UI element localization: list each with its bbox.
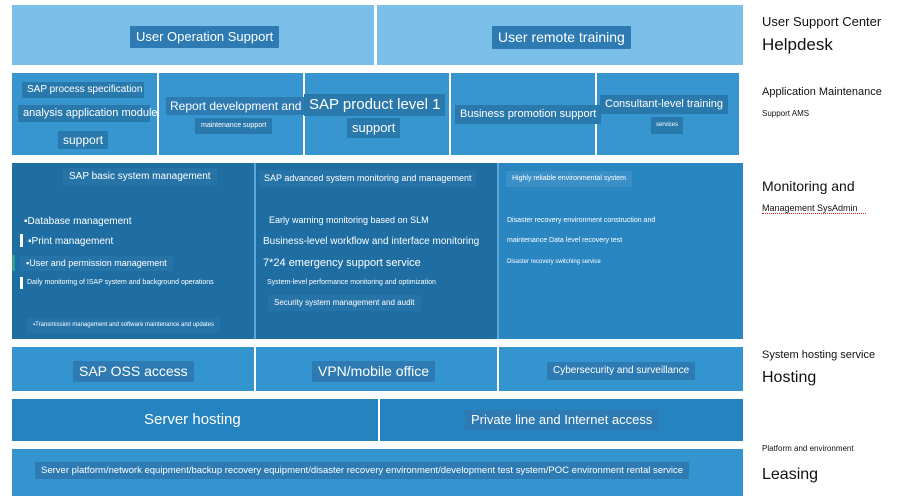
- cybersecurity-label: Cybersecurity and surveillance: [547, 362, 696, 380]
- advanced-item-1: Early warning monitoring based on SLM: [269, 215, 429, 225]
- system-hosting-label: System hosting service: [762, 349, 876, 361]
- row3-col3-bg: [498, 163, 743, 339]
- management-sysadmin-label: Management SysAdmin: [762, 203, 866, 214]
- advanced-item-4: System-level performance monitoring and …: [267, 279, 436, 286]
- sap-oss-access-label: SAP OSS access: [73, 361, 194, 382]
- highly-reliable-title: Highly reliable environmental system: [506, 171, 632, 188]
- bullet-bar-3: [20, 277, 23, 289]
- row2-divider-3: [449, 73, 451, 155]
- basic-item-2: ▪Print management: [28, 236, 114, 247]
- advanced-item-3: 7*24 emergency support service: [263, 257, 421, 269]
- helpdesk-label: Helpdesk: [762, 35, 853, 55]
- server-hosting-label: Server hosting: [144, 411, 241, 428]
- row-user-support: [12, 5, 743, 65]
- sap-process-label-3: support: [58, 131, 109, 150]
- consultant-training-label-1: Consultant-level training: [600, 95, 729, 115]
- report-dev-label-1: Report development and: [166, 97, 306, 116]
- private-line-label: Private line and Internet access: [465, 410, 659, 430]
- reliable-item-3: Disaster recovery switching service: [507, 259, 601, 265]
- row4-divider-1: [254, 347, 256, 391]
- server-platform-label: Server platform/network equipment/backup…: [35, 462, 690, 480]
- user-remote-training-label: User remote training: [492, 26, 631, 49]
- reliable-item-1: Disaster recovery environment constructi…: [507, 217, 656, 224]
- leasing-label: Leasing: [762, 466, 833, 484]
- support-ams-label: Support AMS: [762, 109, 810, 118]
- hosting-label: Hosting: [762, 369, 817, 387]
- row5-divider: [378, 399, 380, 441]
- sap-basic-title: SAP basic system management: [63, 168, 217, 186]
- monitoring-and-label: Monitoring and: [762, 178, 855, 194]
- user-operation-support-label: User Operation Support: [130, 26, 280, 48]
- basic-item-1: ▪Database management: [24, 216, 132, 227]
- basic-item-3: ▪User and permission management: [20, 256, 173, 271]
- business-promotion-label: Business promotion support: [455, 105, 602, 125]
- advanced-item-2: Business-level workflow and interface mo…: [263, 236, 480, 247]
- platform-environment-label: Platform and environment: [762, 444, 854, 453]
- reliable-item-2: maintenance Data level recovery test: [507, 237, 623, 244]
- basic-item-4: Daily monitoring of ISAP system and back…: [27, 279, 214, 286]
- user-support-center-label: User Support Center: [762, 14, 882, 29]
- application-maintenance-label: Application Maintenance: [762, 86, 882, 98]
- row4-divider-2: [497, 347, 499, 391]
- report-dev-label-2: maintenance support: [195, 118, 273, 135]
- advanced-item-5: Security system management and audit: [268, 295, 421, 311]
- basic-item-5: ▪Transmission management and software ma…: [27, 318, 221, 334]
- sap-advanced-title: SAP advanced system monitoring and manag…: [259, 170, 477, 187]
- bullet-bar-2: [12, 255, 15, 271]
- row2-divider-1: [157, 73, 159, 155]
- vpn-mobile-label: VPN/mobile office: [312, 361, 436, 382]
- sap-product-label-1: SAP product level 1: [304, 94, 446, 116]
- bullet-bar-1: [20, 234, 23, 247]
- consultant-training-label-2: services: [651, 117, 684, 135]
- row3-divider-1: [254, 163, 256, 339]
- sap-process-label-2: analysis application module: [18, 105, 158, 123]
- row3-divider-2: [497, 163, 499, 339]
- sap-process-label-1: SAP process specification: [22, 82, 144, 98]
- sap-product-label-2: support: [347, 118, 401, 138]
- row1-divider: [374, 5, 377, 65]
